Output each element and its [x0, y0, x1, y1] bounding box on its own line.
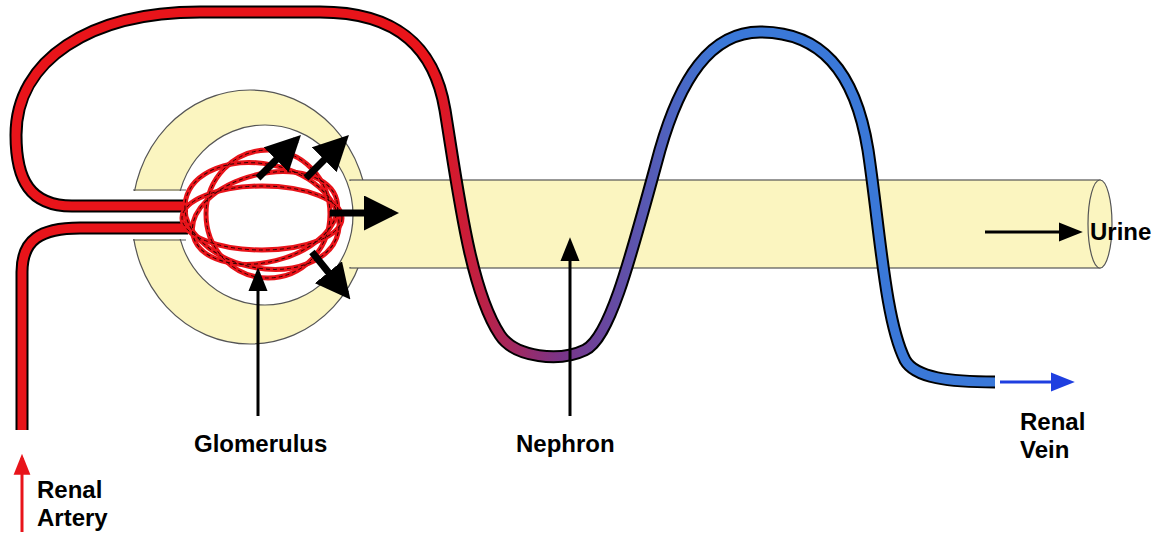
filtration-arrows: [258, 140, 392, 294]
leader-arrows: [22, 232, 1078, 532]
structure-label: Nephron: [516, 430, 615, 458]
output-label: Urine: [1090, 218, 1151, 246]
vessel-label: Renal Artery: [37, 476, 117, 532]
vessel-label: Renal Vein: [1020, 408, 1100, 464]
structure-label: Glomerulus: [194, 430, 327, 458]
blood-vessels: [16, 12, 995, 430]
